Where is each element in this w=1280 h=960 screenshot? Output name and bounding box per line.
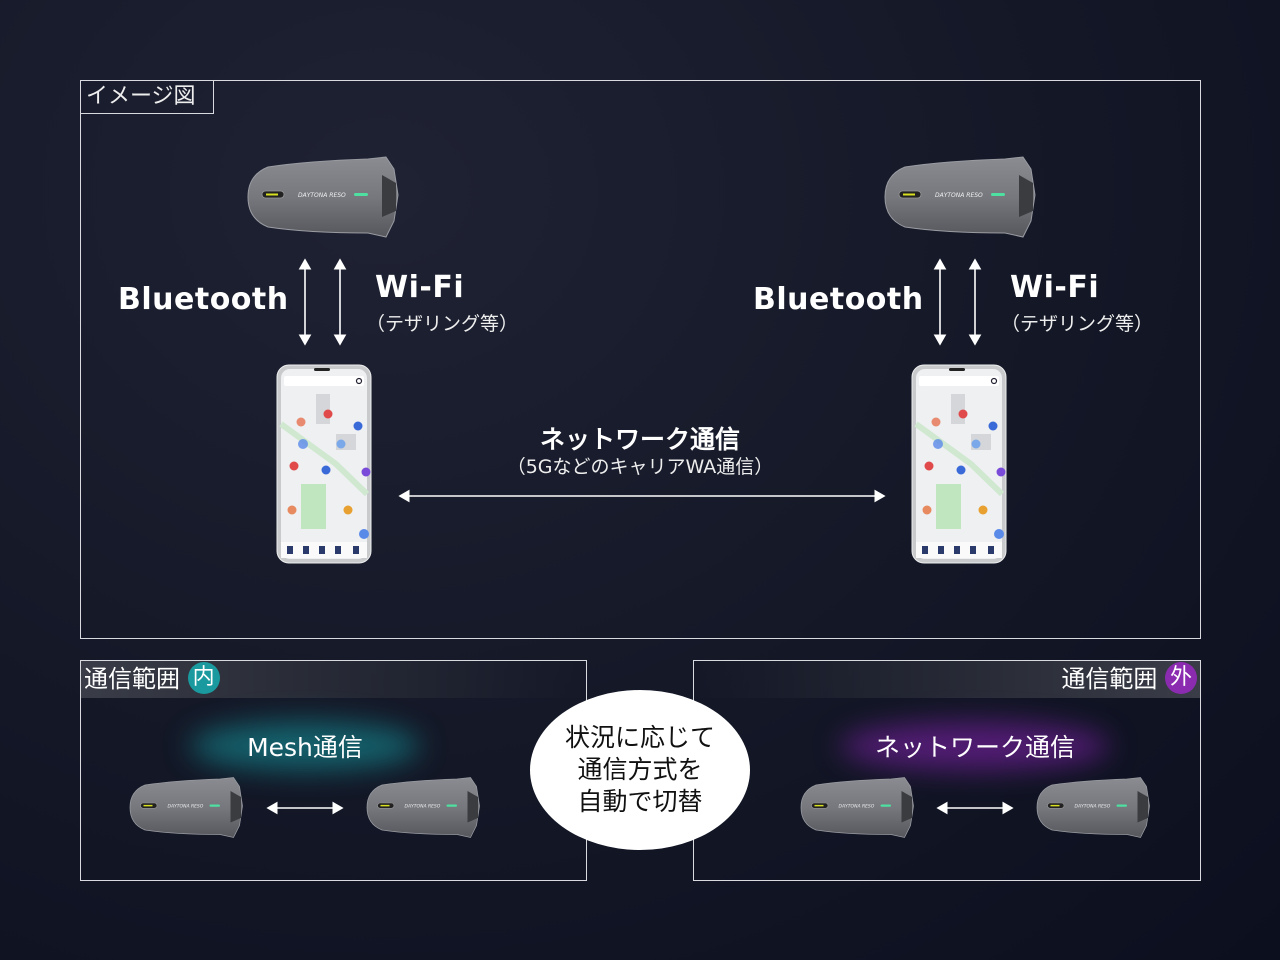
wifi-label-right: Wi-Fi bbox=[1010, 270, 1100, 305]
out-range-badge: 外 bbox=[1165, 662, 1197, 694]
svg-text:DAYTONA RESO: DAYTONA RESO bbox=[935, 192, 983, 199]
bluetooth-label-left: Bluetooth bbox=[118, 282, 289, 317]
mesh-device-1: DAYTONA RESO bbox=[129, 777, 243, 838]
wifi-note-right: （テザリング等） bbox=[1001, 313, 1154, 335]
svg-text:DAYTONA RESO: DAYTONA RESO bbox=[298, 192, 346, 199]
auto-switch-bubble: 状況に応じて 通信方式を 自動で切替 bbox=[530, 690, 750, 850]
mesh-glow bbox=[190, 722, 420, 770]
network-note: （5GなどのキャリアWA通信） bbox=[506, 456, 774, 478]
smartphone-left bbox=[276, 364, 372, 564]
in-range-badge: 内 bbox=[187, 662, 220, 694]
svg-text:DAYTONA RESO: DAYTONA RESO bbox=[839, 804, 875, 810]
network-label: ネットワーク通信 bbox=[540, 425, 741, 454]
device-top-right: DAYTONA RESO bbox=[884, 156, 1036, 238]
note-line-2: 通信方式を bbox=[577, 755, 703, 784]
overview-frame bbox=[80, 80, 1201, 639]
overview-label: イメージ図 bbox=[80, 80, 214, 114]
out-range-header: 通信範囲 外 bbox=[694, 661, 1200, 698]
in-range-header: 通信範囲 内 bbox=[81, 661, 586, 698]
wifi-label-left: Wi-Fi bbox=[375, 270, 465, 305]
svg-text:DAYTONA RESO: DAYTONA RESO bbox=[1075, 804, 1111, 810]
bluetooth-label-right: Bluetooth bbox=[753, 282, 924, 317]
network-device-1: DAYTONA RESO bbox=[800, 777, 914, 838]
device-top-left: DAYTONA RESO bbox=[247, 156, 399, 238]
note-line-1: 状況に応じて bbox=[564, 723, 715, 752]
smartphone-right bbox=[911, 364, 1007, 564]
network-device-2: DAYTONA RESO bbox=[1036, 777, 1150, 838]
svg-text:DAYTONA RESO: DAYTONA RESO bbox=[405, 804, 441, 810]
note-line-3: 自動で切替 bbox=[577, 787, 703, 816]
network-mode-label: ネットワーク通信 bbox=[874, 733, 1075, 762]
mesh-label: Mesh通信 bbox=[247, 733, 363, 762]
out-range-label: 通信範囲 bbox=[1061, 665, 1158, 693]
svg-text:DAYTONA RESO: DAYTONA RESO bbox=[168, 804, 204, 810]
in-range-label: 通信範囲 bbox=[84, 665, 180, 693]
mesh-device-2: DAYTONA RESO bbox=[366, 777, 480, 838]
network-glow bbox=[840, 722, 1110, 770]
wifi-note-left: （テザリング等） bbox=[366, 313, 519, 335]
